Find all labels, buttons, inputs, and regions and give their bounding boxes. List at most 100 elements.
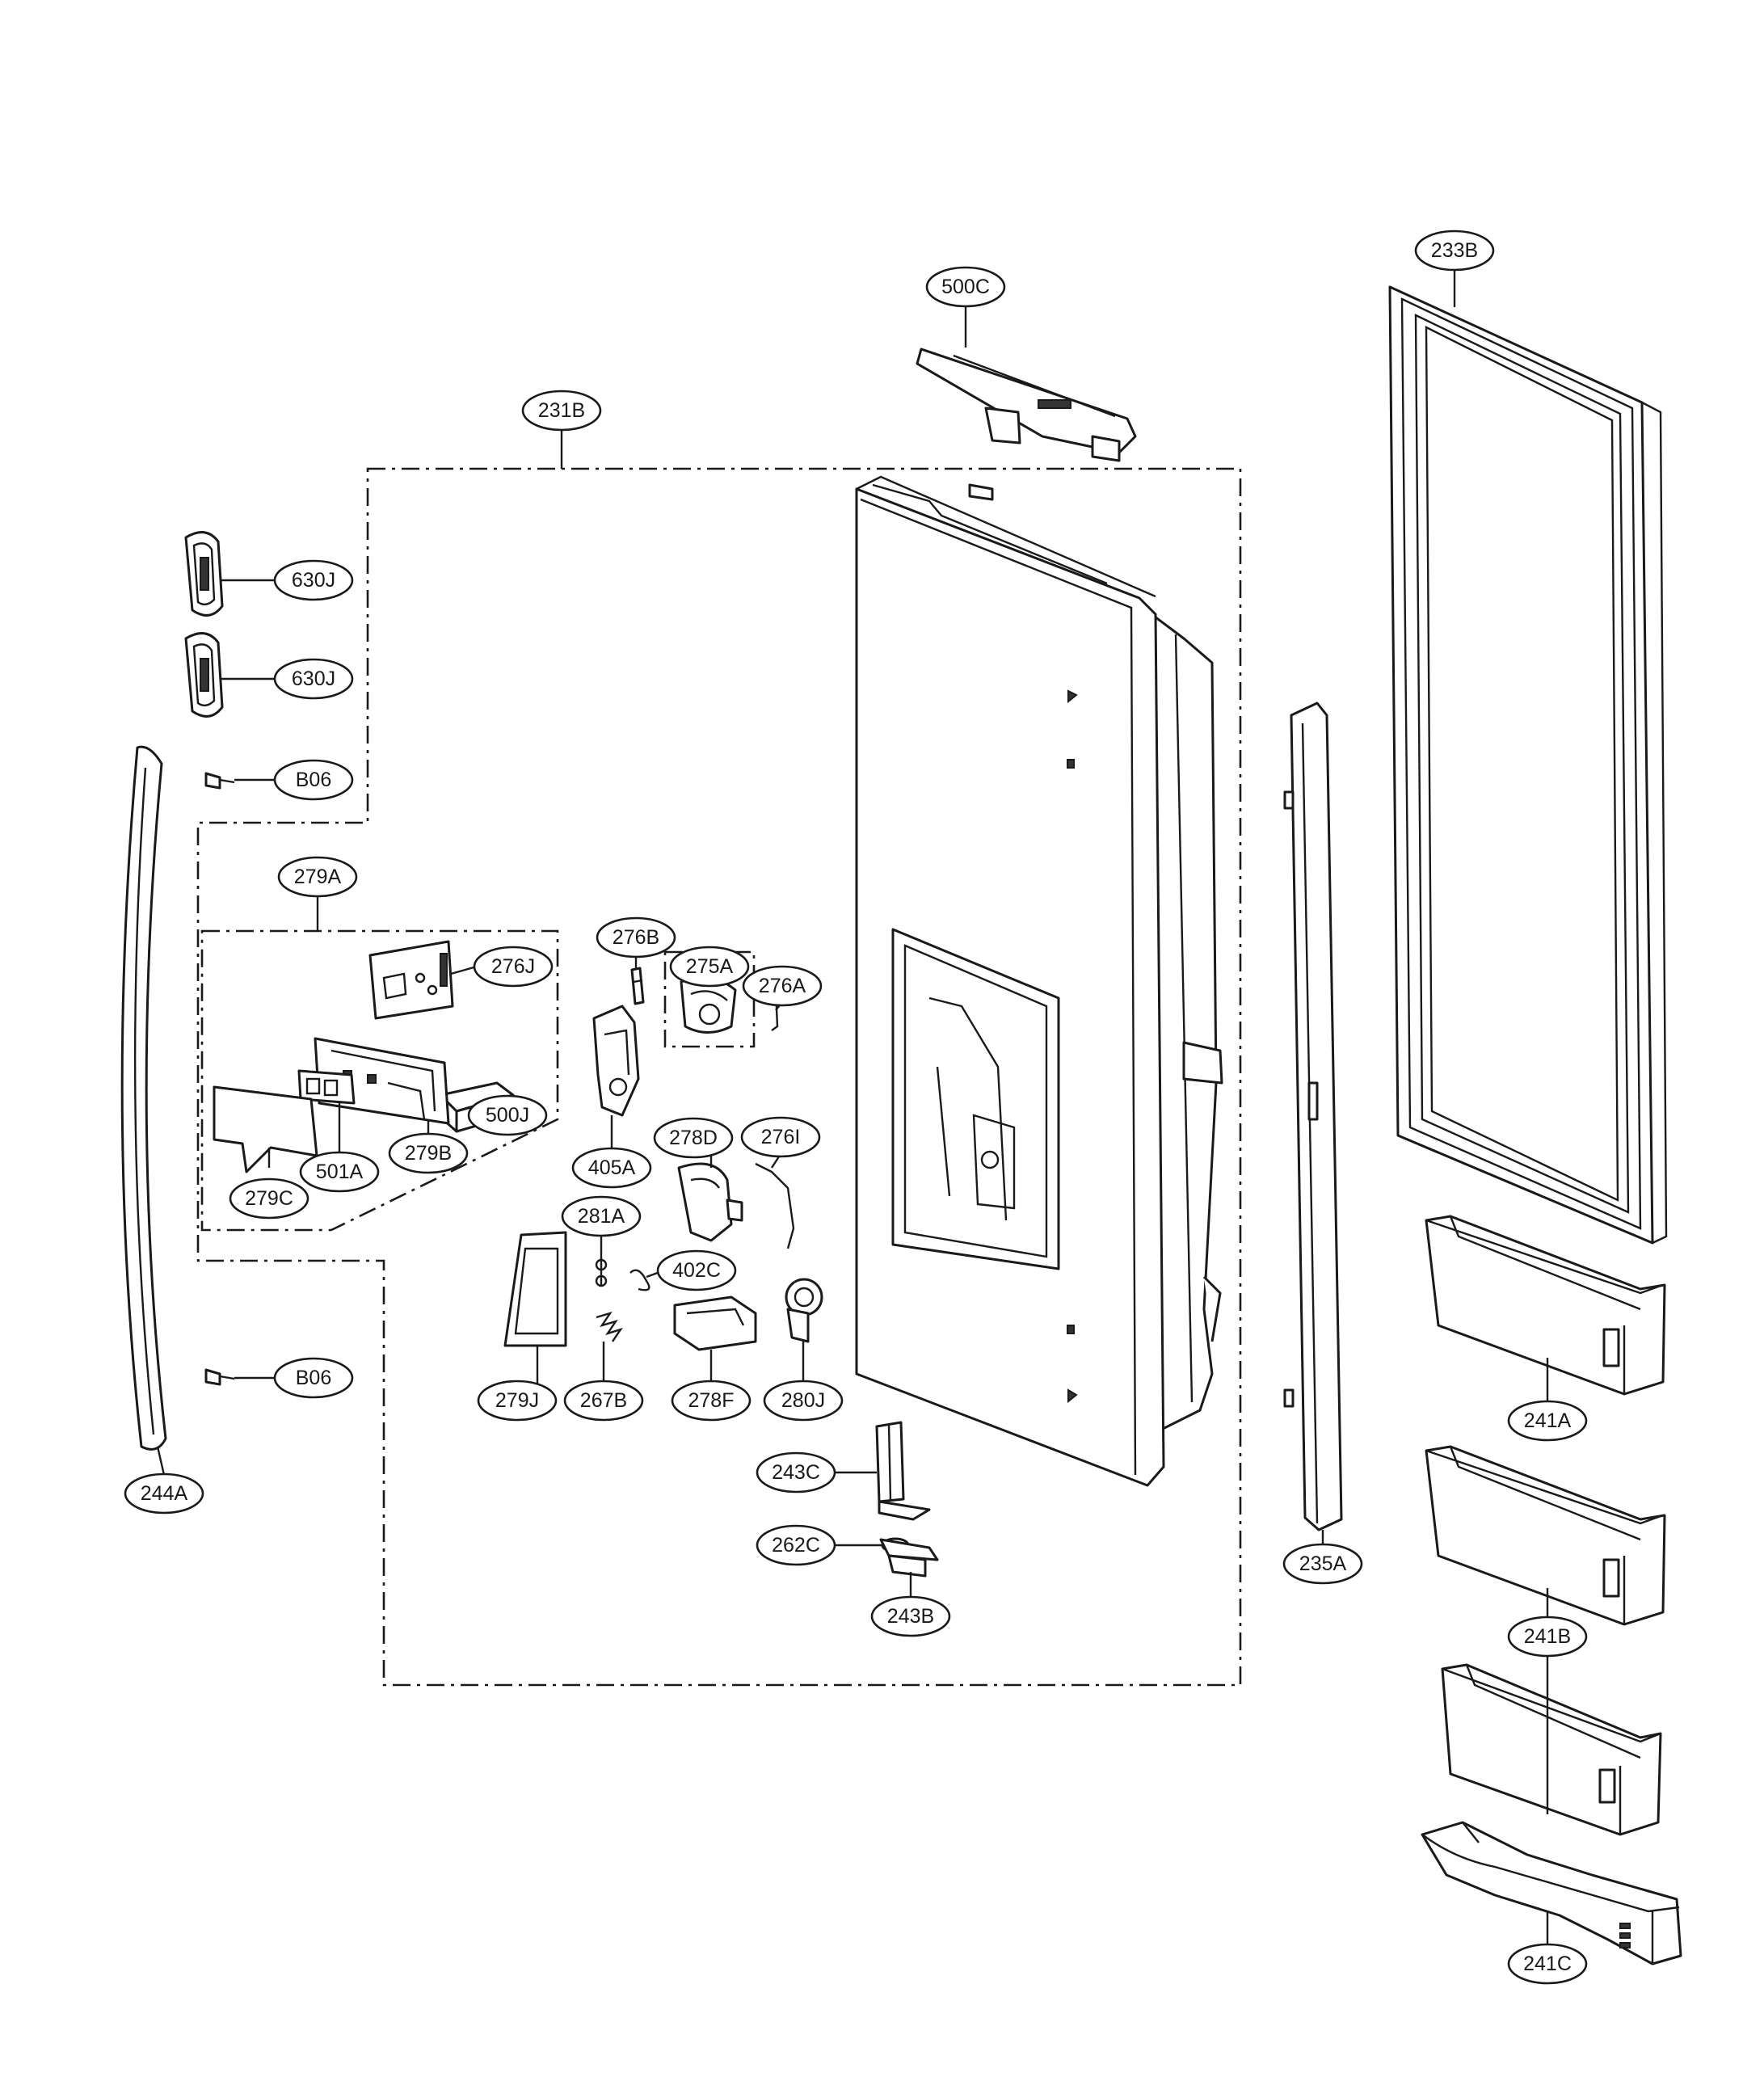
callout-275a: 275A bbox=[669, 946, 750, 988]
part-b06-upper bbox=[204, 772, 235, 790]
callout-oval bbox=[561, 1195, 642, 1237]
callout-oval bbox=[656, 1249, 737, 1291]
part-241c bbox=[1421, 1821, 1682, 1965]
callout-label: 275A bbox=[686, 955, 734, 978]
callout-oval bbox=[870, 1595, 951, 1637]
callout-oval bbox=[1414, 230, 1495, 272]
callout-b06-a: B06 bbox=[273, 759, 354, 801]
part-233b bbox=[1388, 285, 1668, 1245]
callout-label: 405A bbox=[588, 1156, 636, 1179]
callout-244a: 244A bbox=[124, 1472, 204, 1515]
callout-oval bbox=[477, 1380, 558, 1422]
callout-label: 630J bbox=[292, 668, 335, 690]
callout-233b: 233B bbox=[1414, 230, 1495, 272]
callout-oval bbox=[756, 1524, 836, 1566]
part-243c bbox=[875, 1421, 931, 1521]
callout-label: 276A bbox=[759, 975, 806, 997]
callout-label: 243C bbox=[772, 1461, 820, 1484]
part-276b bbox=[630, 967, 645, 1005]
callout-label: 279B bbox=[405, 1142, 452, 1165]
callout-279b: 279B bbox=[388, 1132, 469, 1174]
assembly-boundary-279a bbox=[200, 929, 559, 1232]
callout-oval bbox=[229, 1177, 309, 1220]
part-278f bbox=[673, 1295, 757, 1351]
callout-oval bbox=[571, 1147, 652, 1189]
callout-oval bbox=[742, 965, 823, 1007]
part-500c bbox=[916, 348, 1137, 462]
callout-label: 501A bbox=[316, 1161, 364, 1183]
callout-oval bbox=[273, 559, 354, 601]
callout-oval bbox=[740, 1116, 821, 1158]
part-279c bbox=[213, 1085, 318, 1173]
part-501a bbox=[297, 1069, 356, 1105]
callout-278f: 278F bbox=[671, 1380, 751, 1422]
callout-oval bbox=[1282, 1543, 1363, 1585]
callout-label: 276J bbox=[491, 955, 535, 978]
callout-b06-b: B06 bbox=[273, 1357, 354, 1399]
callout-oval bbox=[1507, 1400, 1588, 1442]
callout-241b: 241B bbox=[1507, 1616, 1588, 1658]
callout-oval bbox=[756, 1451, 836, 1493]
part-276i bbox=[755, 1162, 795, 1249]
callout-oval bbox=[388, 1132, 469, 1174]
callout-oval bbox=[596, 916, 676, 958]
callout-276i: 276I bbox=[740, 1116, 821, 1158]
part-231b-door bbox=[855, 475, 1223, 1487]
callout-oval bbox=[669, 946, 750, 988]
assembly-boundary-231b bbox=[196, 467, 1242, 1687]
callout-label: 500C bbox=[941, 276, 990, 298]
callout-278d: 278D bbox=[653, 1117, 734, 1159]
callout-243b: 243B bbox=[870, 1595, 951, 1637]
part-281a bbox=[595, 1253, 608, 1287]
callout-402c: 402C bbox=[656, 1249, 737, 1291]
callout-281a: 281A bbox=[561, 1195, 642, 1237]
callout-label: B06 bbox=[296, 1367, 331, 1389]
part-630j-lower bbox=[184, 632, 224, 718]
callout-276a: 276A bbox=[742, 965, 823, 1007]
callout-label: 279J bbox=[495, 1389, 539, 1412]
callout-label: 241B bbox=[1524, 1625, 1571, 1648]
callout-label: 278F bbox=[688, 1389, 735, 1412]
callout-oval bbox=[671, 1380, 751, 1422]
callout-oval bbox=[563, 1380, 644, 1422]
callout-oval bbox=[277, 856, 358, 898]
part-630j-upper bbox=[184, 531, 224, 617]
callout-label: 630J bbox=[292, 569, 335, 592]
callout-label: 233B bbox=[1431, 239, 1478, 262]
callout-label: 276B bbox=[613, 926, 659, 949]
callout-241c: 241C bbox=[1507, 1943, 1588, 1985]
part-405a bbox=[592, 1005, 640, 1117]
part-276j bbox=[368, 940, 454, 1020]
callout-279c: 279C bbox=[229, 1177, 309, 1220]
part-241a-upper bbox=[1425, 1215, 1666, 1396]
callout-oval bbox=[1507, 1616, 1588, 1658]
callout-label: 281A bbox=[578, 1205, 625, 1228]
callout-241a: 241A bbox=[1507, 1400, 1588, 1442]
callout-label: 279C bbox=[245, 1187, 293, 1210]
callout-oval bbox=[1507, 1943, 1588, 1985]
callout-label: 262C bbox=[772, 1534, 820, 1557]
callout-267b: 267B bbox=[563, 1380, 644, 1422]
callout-oval bbox=[273, 658, 354, 700]
callout-oval bbox=[299, 1151, 380, 1193]
callout-276j: 276J bbox=[473, 946, 554, 988]
part-267b bbox=[596, 1311, 623, 1342]
callout-262c: 262C bbox=[756, 1524, 836, 1566]
part-280j bbox=[785, 1278, 823, 1343]
callout-oval bbox=[653, 1117, 734, 1159]
callout-oval bbox=[925, 266, 1006, 308]
callout-label: 402C bbox=[672, 1259, 721, 1282]
callout-630j-a: 630J bbox=[273, 559, 354, 601]
part-241b bbox=[1441, 1663, 1662, 1836]
callout-label: 280J bbox=[781, 1389, 825, 1412]
callout-501a: 501A bbox=[299, 1151, 380, 1193]
callout-500j: 500J bbox=[467, 1094, 548, 1136]
callout-oval bbox=[273, 759, 354, 801]
part-241a-lower bbox=[1425, 1445, 1666, 1626]
callout-oval bbox=[124, 1472, 204, 1515]
callout-label: 279A bbox=[294, 866, 342, 888]
callout-405a: 405A bbox=[571, 1147, 652, 1189]
part-235a bbox=[1283, 701, 1343, 1531]
callout-label: 231B bbox=[538, 399, 585, 422]
